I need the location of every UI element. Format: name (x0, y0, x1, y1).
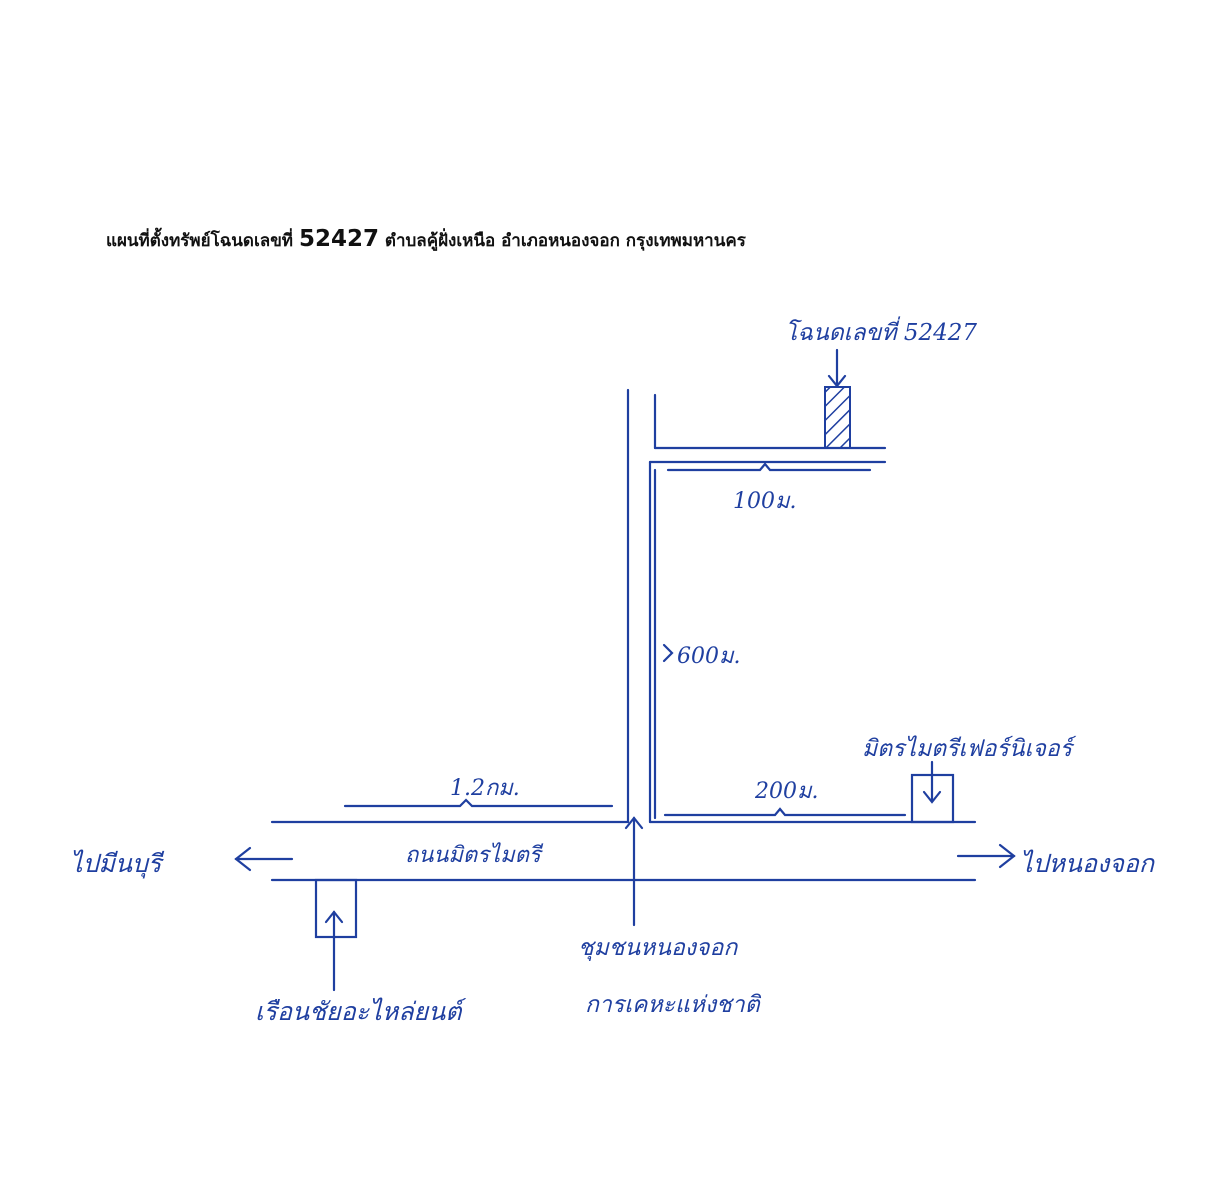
community-label-line2: การเคหะแห่งชาติ (585, 992, 762, 1018)
distance-1-2km-label: 1.2กม. (450, 776, 520, 801)
to-minburi-label: ไปมีนบุรี (70, 849, 165, 879)
community-arrow (624, 816, 644, 927)
road-name-label: ถนนมิตรไมตรี (405, 842, 544, 868)
distance-600-mark (662, 643, 674, 663)
property-parcel (824, 386, 851, 449)
deed-label: โฉนดเลขที่ 52427 (785, 316, 977, 346)
auto-parts-shop-box (314, 878, 358, 939)
auto-parts-label: เรือนชัยอะไหล่ยนต์ (255, 997, 466, 1026)
furniture-shop-arrow (922, 760, 942, 804)
distance-600-label: 600ม. (677, 644, 741, 669)
furniture-shop-label: มิตรไมตรีเฟอร์นิเจอร์ (862, 735, 1077, 762)
community-label-line1: ชุมชนหนองจอก (578, 935, 738, 961)
distance-100-label: 100ม. (733, 489, 797, 514)
to-nongchok-label: ไปหนองจอก (1020, 849, 1156, 878)
title-deed-number: 52427 (298, 226, 379, 252)
main-road (270, 820, 977, 882)
distance-200-label: 200ม. (754, 779, 819, 804)
deed-arrow (827, 348, 847, 388)
title-prefix: แผนที่ตั้งทรัพย์โฉนดเลขที่ (106, 231, 294, 251)
side-road-vertical (626, 388, 657, 824)
to-minburi-arrow (234, 846, 294, 872)
title-suffix: ตำบลคู้ฝั่งเหนือ อำเภอหนองจอก กรุงเทพมหา… (384, 231, 746, 251)
to-nongchok-arrow (956, 843, 1016, 869)
distance-1-2km-mark (343, 798, 614, 808)
side-road-upper (648, 446, 887, 464)
auto-parts-arrow (324, 910, 344, 992)
map-title: แผนที่ตั้งทรัพย์โฉนดเลขที่ 52427 ตำบลคู้… (106, 226, 1006, 254)
distance-200-mark (663, 807, 907, 817)
distance-100-mark (666, 462, 872, 472)
